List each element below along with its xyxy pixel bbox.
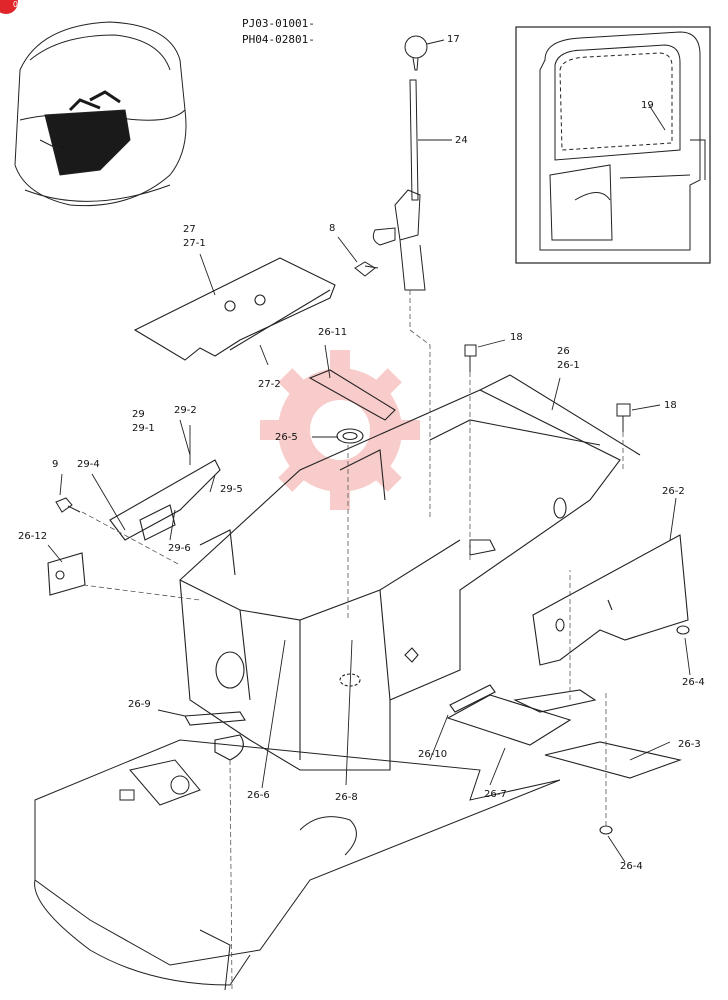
callout-18-right: 18: [664, 400, 677, 411]
dashed-lines: [81, 290, 624, 991]
callout-29-5: 29-5: [220, 484, 243, 495]
small-parts: [47, 369, 690, 835]
callout-17: 17: [447, 34, 460, 45]
callout-26-1: 26-1: [557, 360, 580, 371]
callout-26-12: 26-12: [18, 531, 48, 542]
callout-26-3: 26-3: [678, 739, 701, 750]
overview-thumbnail: [14, 21, 187, 207]
floor-covers: [446, 684, 682, 779]
callout-26-2: 26-2: [662, 486, 685, 497]
watermark-logo: [260, 350, 420, 510]
callout-18-top: 18: [510, 332, 523, 343]
side-cover-panel: [532, 534, 689, 666]
callout-29-4: 29-4: [77, 459, 100, 470]
serial-range-1: PJ03-01001-: [242, 17, 315, 30]
leader-lines: [47, 39, 691, 863]
callout-26-6: 26-6: [247, 790, 270, 801]
callout-26: 26: [557, 346, 570, 357]
callout-8: 8: [329, 223, 336, 234]
callout-26-4-bottom: 26-4: [620, 861, 643, 872]
corner-badge: 0: [0, 0, 18, 14]
callout-26-5: 26-5: [275, 432, 298, 443]
callout-29-1: 29-1: [132, 423, 155, 434]
floor-mat: [133, 257, 336, 361]
callout-29-6: 29-6: [168, 543, 191, 554]
callout-29-2: 29-2: [174, 405, 197, 416]
floor-plate: [34, 739, 561, 991]
callout-29: 29: [132, 409, 145, 420]
callout-26-10: 26-10: [418, 749, 448, 760]
callout-9: 9: [52, 459, 59, 470]
cab-inset: [515, 26, 711, 264]
bolts: [55, 261, 631, 513]
callout-26-11: 26-11: [318, 327, 348, 338]
callout-26-4-right: 26-4: [682, 677, 705, 688]
callout-27-1: 27-1: [183, 238, 206, 249]
callout-27: 27: [183, 224, 196, 235]
callout-19: 19: [641, 100, 654, 111]
callout-26-7: 26-7: [484, 789, 507, 800]
callout-27-2: 27-2: [258, 379, 281, 390]
callout-26-9: 26-9: [128, 699, 151, 710]
callout-26-8: 26-8: [335, 792, 358, 803]
callout-24: 24: [455, 135, 468, 146]
serial-range-2: PH04-02801-: [242, 33, 315, 46]
control-lever: [372, 35, 428, 291]
